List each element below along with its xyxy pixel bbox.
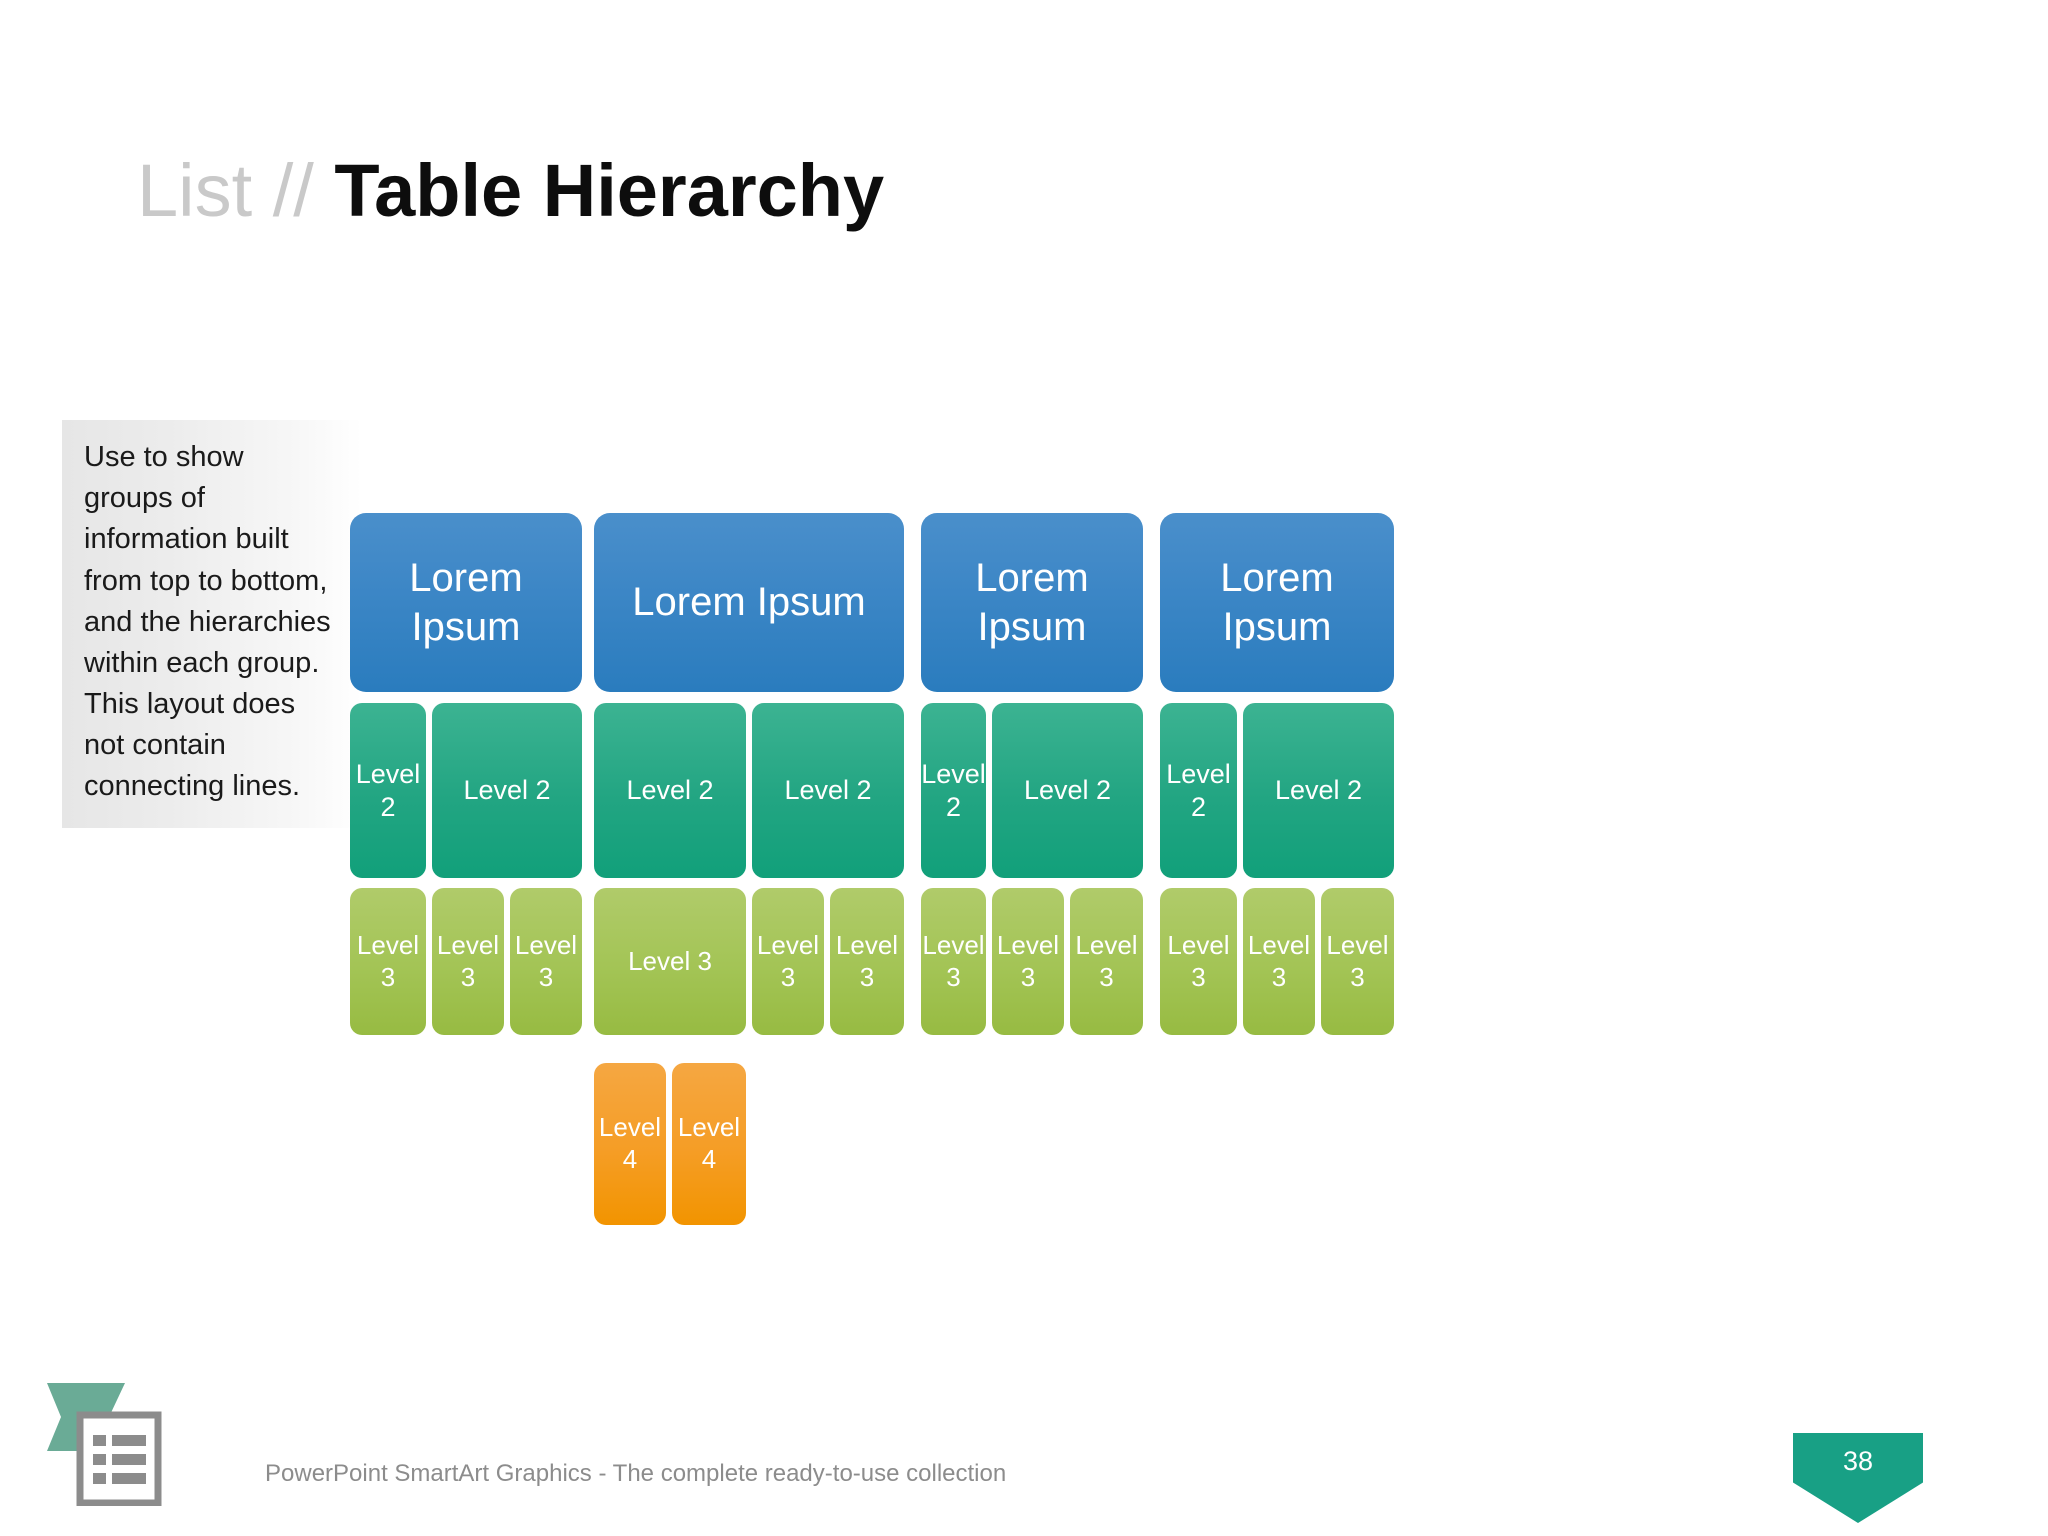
page-number: 38 [1842,1446,1874,1476]
description-text: Use to show groups of information built … [84,441,331,803]
node-label: Level 3 [628,945,712,976]
node-label: Level 3 [835,929,899,992]
node-g4-l2-b[interactable]: Level 2 [1243,703,1394,878]
node-g3-l3-c[interactable]: Level 3 [1070,888,1143,1035]
node-label: Level 3 [1326,929,1389,992]
page-title: List // Table Hierarchy [137,152,884,230]
node-g4-l3-b[interactable]: Level 3 [1243,888,1315,1035]
node-g1-l1[interactable]: Lorem Ipsum [350,513,582,692]
node-g4-l1[interactable]: Lorem Ipsum [1160,513,1394,692]
description-panel: Use to show groups of information built … [62,420,362,828]
node-g1-l3-b[interactable]: Level 3 [432,888,504,1035]
node-g2-l1[interactable]: Lorem Ipsum [594,513,904,692]
node-g4-l3-a[interactable]: Level 3 [1160,888,1237,1035]
node-g1-l3-a[interactable]: Level 3 [350,888,426,1035]
node-g4-l2-a[interactable]: Level 2 [1160,703,1237,878]
node-g2-l4-a[interactable]: Level 4 [594,1063,666,1225]
node-g3-l3-a[interactable]: Level 3 [921,888,986,1035]
node-label: Level 2 [463,775,551,806]
node-g3-l2-a[interactable]: Level 2 [921,703,986,878]
node-label: Level 2 [355,758,421,822]
node-label: Lorem Ipsum [975,555,1089,649]
node-label: Level 2 [1274,775,1363,806]
node-label: Level 3 [756,929,820,992]
node-label: Level 4 [598,1112,662,1174]
node-g3-l1[interactable]: Lorem Ipsum [921,513,1143,692]
node-g2-l4-b[interactable]: Level 4 [672,1063,746,1225]
node-label: Level 3 [514,929,578,992]
node-label: Level 2 [1023,775,1112,806]
node-label: Lorem Ipsum [409,555,523,649]
node-label: Level 2 [626,775,714,806]
footer-caption: PowerPoint SmartArt Graphics - The compl… [265,1460,1007,1487]
title-separator: // [272,149,314,232]
node-g2-l3-b[interactable]: Level 3 [752,888,824,1035]
node-label: Level 2 [921,758,986,822]
footer-logo [47,1383,162,1506]
node-label: Level 3 [1167,929,1230,992]
node-label: Level 3 [1075,929,1138,992]
node-label: Level 3 [996,929,1060,992]
node-g3-l3-b[interactable]: Level 3 [992,888,1064,1035]
node-label: Level 3 [356,929,420,992]
node-label: Level 3 [922,929,985,992]
title-prefix: List [137,149,253,232]
node-g3-l2-b[interactable]: Level 2 [992,703,1143,878]
node-g2-l2-b[interactable]: Level 2 [752,703,904,878]
node-label: Level 4 [677,1112,741,1174]
node-g2-l3-a[interactable]: Level 3 [594,888,746,1035]
node-label: Level 3 [1247,929,1311,992]
node-g1-l3-c[interactable]: Level 3 [510,888,582,1035]
node-g1-l2-b[interactable]: Level 2 [432,703,582,878]
node-label: Level 2 [1166,758,1231,822]
node-label: Lorem Ipsum [632,580,866,625]
title-main: Table Hierarchy [334,149,885,232]
node-g4-l3-c[interactable]: Level 3 [1321,888,1394,1035]
node-g1-l2-a[interactable]: Level 2 [350,703,426,878]
node-label: Level 2 [784,775,872,806]
node-label: Lorem Ipsum [1220,555,1334,649]
node-g2-l2-a[interactable]: Level 2 [594,703,746,878]
node-label: Level 3 [436,929,500,992]
node-g2-l3-c[interactable]: Level 3 [830,888,904,1035]
